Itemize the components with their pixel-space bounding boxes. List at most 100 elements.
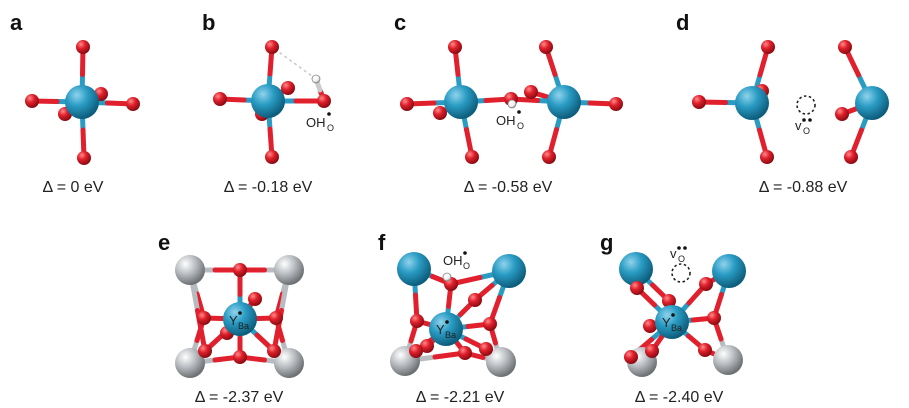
yttrium-atom-b: [251, 84, 285, 118]
hydrogen-bond-b: [271, 46, 317, 80]
energy-label-g: Δ = -2.40 eV: [635, 389, 724, 406]
oxygen-atom-f: [483, 317, 497, 331]
species-label-g: v O: [670, 246, 687, 264]
species-label-c: OH O: [496, 110, 524, 131]
svg-text:Y: Y: [436, 322, 445, 337]
svg-text:OH: OH: [496, 113, 516, 128]
oxygen-atom-e: [233, 263, 247, 277]
oxygen-atom-e: [248, 292, 262, 306]
vacancy-marker-g: [671, 263, 691, 283]
yttrium-atom-d: [855, 86, 889, 120]
oxygen-atom-b: [281, 81, 295, 95]
oxygen-atom-c: [542, 150, 556, 164]
oxygen-atom-b: [317, 94, 331, 108]
barium-atom-e: [175, 348, 205, 378]
oxygen-atom-d: [761, 40, 775, 54]
oxygen-atom-b: [265, 150, 279, 164]
vacancy-marker-d: [796, 95, 816, 115]
yttrium-atom-f: [397, 252, 431, 286]
svg-text:Y: Y: [662, 315, 671, 330]
yttrium-atom-g: [655, 305, 689, 339]
oxygen-atom-d: [844, 150, 858, 164]
oxygen-atom-e: [233, 350, 247, 364]
yttrium-atom-d: [735, 86, 769, 120]
oxygen-atom-d: [835, 107, 849, 121]
oxygen-atom-g: [707, 311, 721, 325]
barium-atom-e: [274, 348, 304, 378]
svg-text:O: O: [678, 254, 685, 264]
oxygen-atom-a: [126, 97, 140, 111]
energy-label-d: Δ = -0.88 eV: [759, 179, 848, 196]
oxygen-atom-c: [433, 106, 447, 120]
yttrium-atom-g: [619, 252, 653, 286]
oxygen-atom-b: [265, 40, 279, 54]
energy-label-a: Δ = 0 eV: [43, 179, 104, 196]
oxygen-atom-f: [458, 346, 472, 360]
svg-text:Ba: Ba: [445, 330, 456, 340]
panel-letter-d: d: [676, 10, 689, 35]
oxygen-atom-g: [643, 319, 657, 333]
svg-text:O: O: [517, 121, 524, 131]
oxygen-atom-c: [448, 40, 462, 54]
oxygen-atom-e: [198, 344, 212, 358]
oxygen-atom-f: [409, 344, 423, 358]
species-label-b: OH O: [306, 112, 334, 133]
panel-letter-b: b: [202, 10, 215, 35]
energy-label-f: Δ = -2.21 eV: [416, 389, 505, 406]
atom-layer: [25, 40, 889, 378]
yttrium-atom-g: [712, 254, 746, 288]
barium-atom-g: [713, 345, 743, 375]
oxygen-atom-b: [213, 92, 227, 106]
yttrium-atom-f: [429, 312, 463, 346]
oxygen-atom-f: [420, 339, 434, 353]
oxygen-atom-f: [410, 314, 424, 328]
oxygen-atom-e: [197, 311, 211, 325]
oxygen-atom-a: [76, 40, 90, 54]
oxygen-atom-g: [624, 350, 638, 364]
oxygen-atom-a: [77, 151, 91, 165]
hydrogen-atom-c: [507, 99, 517, 109]
energy-label-e: Δ = -2.37 eV: [195, 389, 284, 406]
oxygen-atom-f: [468, 293, 482, 307]
svg-text:O: O: [803, 126, 810, 136]
oxygen-atom-g: [630, 281, 644, 295]
svg-text:Y: Y: [229, 313, 238, 328]
center-label-e: Y Ba: [229, 311, 249, 331]
svg-text:O: O: [327, 123, 334, 133]
yttrium-atom-f: [492, 254, 526, 288]
oxygen-atom-c: [609, 97, 623, 111]
oxygen-atom-a: [25, 94, 39, 108]
svg-text:v: v: [795, 118, 802, 133]
energy-label-b: Δ = -0.18 eV: [224, 179, 313, 196]
oxygen-atom-c: [400, 97, 414, 111]
yttrium-atom-e: [223, 302, 257, 336]
oxygen-atom-g: [662, 294, 676, 308]
oxygen-atom-e: [269, 311, 283, 325]
barium-atom-e: [175, 255, 205, 285]
species-label-f: OH O: [443, 251, 470, 271]
panel-letter-e: e: [158, 230, 170, 255]
hydrogen-atom-f: [442, 272, 452, 282]
svg-text:OH: OH: [306, 115, 326, 130]
barium-atom-f: [486, 347, 516, 377]
oxygen-atom-c: [524, 85, 538, 99]
oxygen-atom-f: [479, 342, 493, 356]
center-label-f: Y Ba: [436, 320, 456, 340]
svg-text:OH: OH: [443, 253, 463, 268]
yttrium-atom-c: [444, 85, 478, 119]
center-label-g: Y Ba: [662, 313, 682, 333]
barium-atom-e: [274, 255, 304, 285]
oxygen-atom-g: [699, 277, 713, 291]
oxygen-atom-d: [692, 95, 706, 109]
svg-text:Ba: Ba: [238, 321, 249, 331]
panel-letter-c: c: [394, 10, 406, 35]
svg-text:v: v: [670, 246, 677, 261]
oxygen-atom-c: [465, 150, 479, 164]
svg-text:O: O: [463, 261, 470, 271]
energy-label-c: Δ = -0.58 eV: [464, 179, 553, 196]
hydrogen-atom-b: [311, 74, 321, 84]
yttrium-atom-a: [65, 85, 99, 119]
yttrium-atom-c: [547, 85, 581, 119]
oxygen-atom-c: [539, 40, 553, 54]
